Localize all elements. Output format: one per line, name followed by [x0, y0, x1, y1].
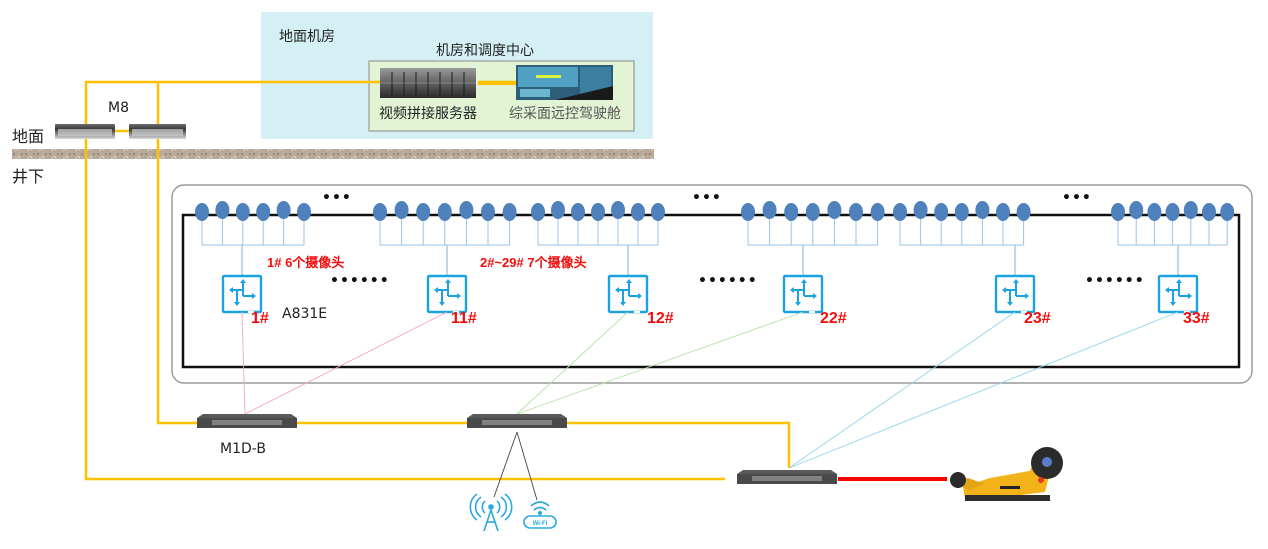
wireless-links: [493, 431, 538, 501]
camera-icon[interactable]: [531, 203, 545, 221]
camera-group-5: [893, 201, 1036, 314]
a831e-switch-icon[interactable]: [426, 274, 468, 314]
core-switch-m8-a[interactable]: [55, 124, 115, 139]
switch-id-11: 11#: [451, 310, 477, 327]
camera-icon[interactable]: [1202, 203, 1216, 221]
wifi-text: Wi-Fi: [533, 521, 548, 527]
cell-tower-icon[interactable]: [469, 493, 513, 532]
switch-id-33: 33#: [1183, 310, 1210, 327]
camera-icon[interactable]: [256, 203, 271, 221]
access-switch-m1d-b-2[interactable]: [467, 414, 567, 428]
camera-icon[interactable]: [571, 203, 585, 221]
server-label: 视频拼接服务器: [379, 106, 477, 122]
wifi-router-icon[interactable]: [523, 501, 557, 529]
camera-icon[interactable]: [651, 203, 665, 221]
camera-group-1: [195, 201, 311, 314]
camera-icon[interactable]: [762, 201, 777, 219]
ellipsis-switches-1: ••••••: [330, 273, 390, 289]
camera-groups: [195, 201, 1235, 314]
ellipsis-cameras-1: •••: [322, 190, 352, 206]
switch-id-22: 22#: [820, 310, 847, 327]
core-switch-m8-b[interactable]: [129, 124, 186, 139]
ellipsis-cameras-2: •••: [692, 190, 722, 206]
camera-group-4: [741, 201, 885, 314]
a831e-switch-icon[interactable]: [221, 274, 263, 314]
camera-icon[interactable]: [437, 203, 452, 221]
camera-icon[interactable]: [297, 203, 311, 221]
camera-icon[interactable]: [805, 203, 820, 221]
remote-cockpit-image[interactable]: [516, 65, 613, 100]
zone-label-underground: 井下: [12, 167, 45, 186]
camera-icon[interactable]: [611, 201, 625, 219]
fiber-trunk-lines: [84, 80, 791, 481]
zone-label-surface: 地面: [12, 127, 45, 146]
switch-uplink-line: [516, 311, 629, 415]
underground-area: [171, 184, 1253, 384]
camera-icon[interactable]: [1165, 203, 1180, 221]
camera-icon[interactable]: [195, 203, 209, 221]
camera-icon[interactable]: [1147, 203, 1162, 221]
camera-icon[interactable]: [373, 203, 387, 221]
camera-icon[interactable]: [1111, 203, 1125, 221]
switch-id-23: 23#: [1024, 310, 1051, 327]
video-stitching-server[interactable]: [380, 68, 476, 98]
camera-icon[interactable]: [893, 203, 907, 221]
camera-icon[interactable]: [416, 203, 431, 221]
camera-icon[interactable]: [215, 201, 230, 219]
surface-room-title: 地面机房: [279, 29, 335, 45]
access-switch-m1d-b-3[interactable]: [737, 470, 837, 484]
a831e-switch-icon[interactable]: [1157, 274, 1199, 314]
camera-icon[interactable]: [827, 201, 842, 219]
ellipsis-switches-2: ••••••: [698, 273, 758, 289]
control-center-title: 机房和调度中心: [436, 43, 534, 59]
core-switch-label: M8: [108, 100, 129, 116]
a831e-switch-icon[interactable]: [607, 274, 649, 314]
camera-icon[interactable]: [502, 203, 517, 221]
camera-icon[interactable]: [1016, 203, 1031, 221]
camera-icon[interactable]: [934, 203, 949, 221]
switch-uplink-line: [788, 311, 1016, 469]
camera-icon[interactable]: [394, 201, 409, 219]
working-face-outline: [181, 213, 1241, 369]
camera-icon[interactable]: [870, 203, 885, 221]
camera-icon[interactable]: [913, 201, 928, 219]
shearer-machine-image[interactable]: [950, 447, 1063, 501]
switch-uplinks: [241, 311, 1179, 469]
camera-icon[interactable]: [954, 203, 969, 221]
switch-uplink-line: [241, 311, 246, 415]
cockpit-label: 综采面远控驾驶舱: [509, 106, 621, 122]
switch-uplink-line: [516, 311, 804, 415]
switch-uplink-line: [244, 311, 448, 415]
a831e-switch-icon[interactable]: [782, 274, 824, 314]
switch-id-12: 12#: [647, 310, 674, 327]
camera-icon[interactable]: [1129, 201, 1144, 219]
camera-icon[interactable]: [235, 203, 250, 221]
switch-id-1: 1#: [251, 310, 269, 327]
camera-icon[interactable]: [741, 203, 755, 221]
camera-icon[interactable]: [996, 203, 1010, 221]
camera-icon[interactable]: [1220, 203, 1235, 221]
ground-strip: [12, 149, 654, 159]
camera-switch-model-label: A831E: [282, 306, 328, 322]
switch-uplink-line: [788, 311, 1179, 469]
ellipsis-cameras-3: •••: [1062, 190, 1092, 206]
camera-group-6: [1111, 201, 1235, 314]
camera-icon[interactable]: [631, 203, 645, 221]
access-switch-label: M1D-B: [220, 441, 266, 457]
camera-icon[interactable]: [975, 201, 990, 219]
camera-icon[interactable]: [784, 203, 799, 221]
camera-group-note-2: 2#~29# 7个摄像头: [480, 255, 587, 270]
camera-group-note-1: 1# 6个摄像头: [267, 255, 345, 270]
camera-icon[interactable]: [481, 203, 495, 221]
camera-icon[interactable]: [551, 201, 565, 219]
camera-icon[interactable]: [459, 201, 474, 219]
ellipsis-switches-3: ••••••: [1085, 273, 1145, 289]
camera-icon[interactable]: [849, 203, 863, 221]
camera-icon[interactable]: [1183, 201, 1198, 219]
access-switch-m1d-b-1[interactable]: [197, 414, 297, 428]
a831e-switch-icon[interactable]: [994, 274, 1036, 314]
camera-icon[interactable]: [591, 203, 605, 221]
camera-icon[interactable]: [276, 201, 291, 219]
